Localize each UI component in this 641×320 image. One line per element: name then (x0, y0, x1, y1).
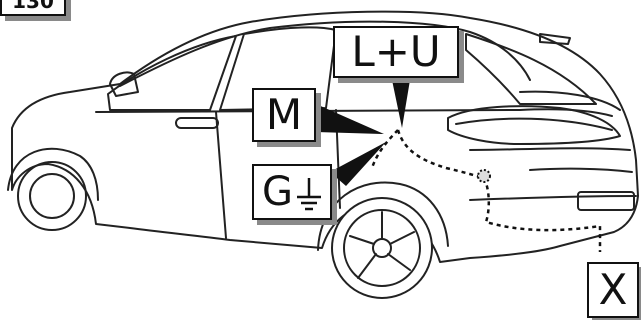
rear-window (219, 26, 337, 111)
socket-point (477, 169, 491, 183)
car-body-outline (11, 10, 639, 263)
front-window (107, 35, 237, 111)
ground-symbol-icon (297, 178, 321, 211)
rear-reflector (577, 191, 635, 211)
label-g: G (262, 169, 293, 215)
tail-light (447, 105, 621, 145)
rear-wheel (331, 197, 433, 299)
label-x: X (587, 262, 639, 318)
rear-bumper (469, 195, 637, 201)
quarter-window (465, 33, 597, 105)
side-mirror (109, 71, 139, 97)
g-pointer (330, 142, 386, 186)
front-door-handle (175, 117, 219, 129)
label-g-container: G (252, 164, 332, 220)
label-l-plus-u: L+U (333, 26, 459, 78)
wiring-route (396, 129, 485, 180)
figure-number: 130 (0, 0, 66, 16)
window-line (119, 20, 531, 87)
label-m: M (252, 88, 316, 142)
lu-pointer (392, 80, 410, 128)
m-pointer (316, 104, 384, 134)
front-wheel (17, 161, 87, 231)
